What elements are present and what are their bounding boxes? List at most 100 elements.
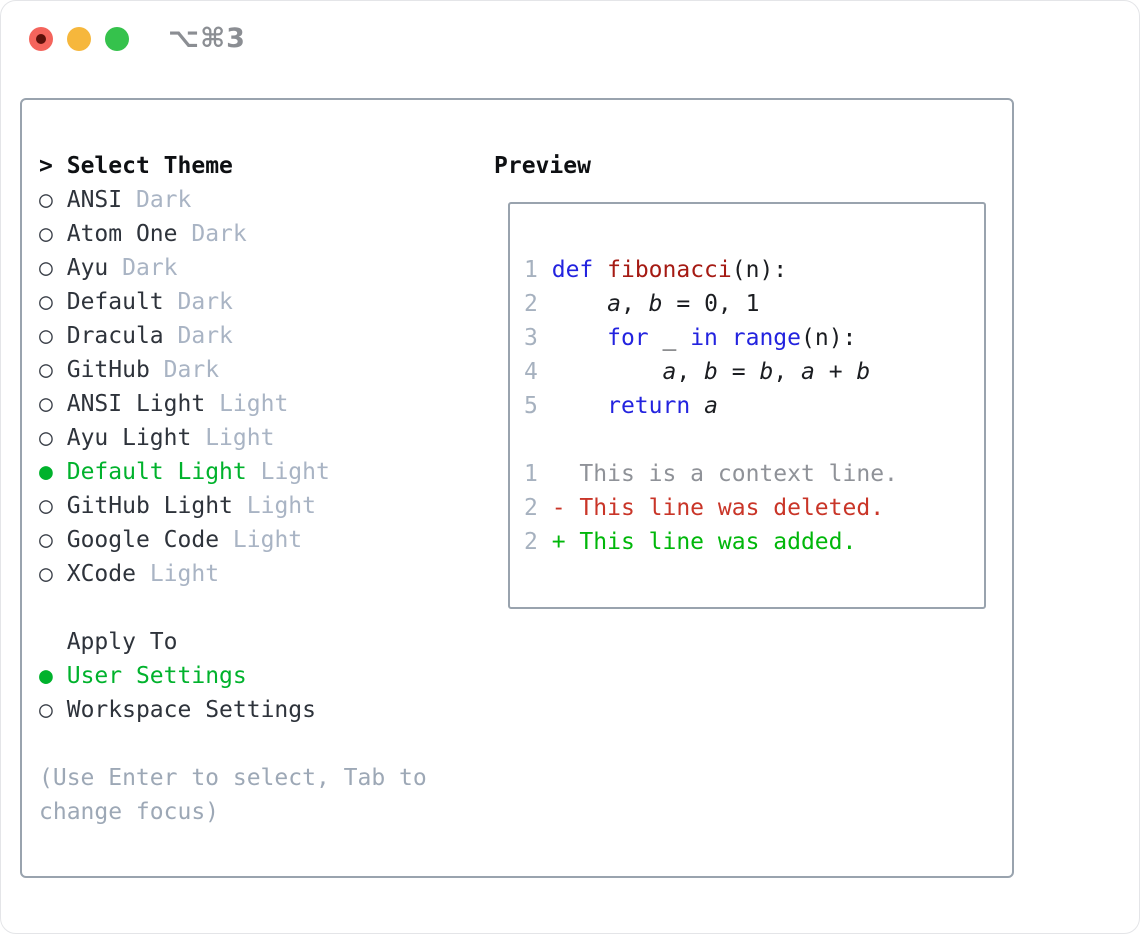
code-segment: b: [704, 359, 718, 385]
radio-icon: ○: [39, 289, 53, 315]
code-line: 1 This is a context line.: [524, 457, 898, 491]
theme-picker-panel: > Select Theme ○ ANSI Dark○ Atom One Dar…: [20, 98, 1014, 878]
code-segment: a: [704, 393, 718, 419]
line-number: 5: [524, 393, 538, 419]
theme-variant-label: Dark: [122, 255, 178, 281]
code-line: 4 a, b = b, a + b: [524, 355, 898, 389]
apply-option-label: User Settings: [66, 663, 247, 689]
code-segment: + This line was added.: [537, 529, 857, 555]
theme-variant-label: Dark: [163, 357, 220, 383]
code-segment: (n):: [731, 257, 788, 283]
theme-option[interactable]: ○ Google Code Light: [39, 523, 427, 557]
code-segment: def: [551, 257, 594, 283]
apply-to-header-label: Apply To: [66, 629, 178, 655]
theme-variant-label: Light: [260, 459, 330, 485]
cursor-icon: >: [39, 153, 53, 179]
code-segment: = 0, 1: [662, 291, 760, 317]
theme-option[interactable]: ○ GitHub Dark: [39, 353, 427, 387]
theme-option[interactable]: ○ Dracula Dark: [39, 319, 427, 353]
close-button[interactable]: [29, 27, 53, 51]
minimize-button[interactable]: [67, 27, 91, 51]
code-segment: - This line was deleted.: [537, 495, 885, 521]
theme-variant-label: Light: [219, 391, 289, 417]
titlebar: ⌥⌘3: [1, 1, 1139, 77]
preview-header: Preview: [494, 153, 591, 179]
theme-option[interactable]: ○ ANSI Light Light: [39, 387, 427, 421]
code-segment: [718, 325, 732, 351]
theme-variant-label: Dark: [135, 187, 192, 213]
theme-option[interactable]: ○ ANSI Dark: [39, 183, 427, 217]
line-number: 2: [524, 495, 538, 521]
theme-variant-label: Light: [149, 561, 220, 587]
theme-option-label: GitHub Light: [66, 493, 233, 519]
code-segment: ,: [773, 359, 802, 385]
radio-icon: ○: [39, 357, 53, 383]
code-line: 1 def fibonacci(n):: [524, 253, 898, 287]
radio-icon: ○: [39, 221, 53, 247]
code-segment: in: [690, 325, 718, 351]
theme-variant-label: Dark: [177, 323, 233, 349]
theme-option-label: XCode: [66, 561, 136, 587]
theme-variant-label: Light: [205, 425, 275, 451]
radio-icon: ○: [39, 425, 53, 451]
theme-option-label: Atom One: [66, 221, 178, 247]
radio-icon: ○: [39, 187, 53, 213]
hint-text-line-2: change focus): [39, 799, 220, 825]
record-dot-icon: [36, 34, 46, 44]
theme-option-label: Default: [66, 289, 164, 315]
theme-list: ○ ANSI Dark○ Atom One Dark○ Ayu Dark○ De…: [39, 183, 427, 591]
code-line: 2 + This line was added.: [524, 525, 898, 559]
apply-to-list: ● User Settings○ Workspace Settings: [39, 659, 427, 727]
apply-to-header: Apply To: [39, 625, 427, 659]
radio-icon: ○: [39, 561, 53, 587]
code-segment: _: [648, 325, 691, 351]
code-segment: ,: [620, 291, 649, 317]
code-segment: ,: [676, 359, 705, 385]
theme-option[interactable]: ○ XCode Light: [39, 557, 427, 591]
theme-variant-label: Dark: [191, 221, 247, 247]
theme-option-label: Ayu: [66, 255, 109, 281]
code-segment: a: [607, 291, 621, 317]
zoom-button[interactable]: [105, 27, 129, 51]
code-line: 2 a, b = 0, 1: [524, 287, 898, 321]
theme-variant-label: Dark: [177, 289, 233, 315]
code-segment: b: [648, 291, 663, 317]
radio-icon: ○: [39, 255, 53, 281]
radio-icon: ○: [39, 697, 53, 723]
theme-option[interactable]: ● Default Light Light: [39, 455, 427, 489]
code-segment: [538, 257, 552, 283]
select-theme-header: > Select Theme: [39, 149, 427, 183]
theme-variant-label: Light: [232, 527, 303, 553]
code-segment: =: [717, 359, 760, 385]
theme-option[interactable]: ○ Atom One Dark: [39, 217, 427, 251]
line-number: 1: [524, 461, 538, 487]
code-segment: (n):: [801, 325, 857, 351]
theme-option[interactable]: ○ Ayu Light Light: [39, 421, 427, 455]
spacer: [39, 727, 427, 761]
window-title: ⌥⌘3: [168, 23, 246, 54]
code-segment: [538, 393, 607, 419]
apply-option[interactable]: ○ Workspace Settings: [39, 693, 427, 727]
code-segment: +: [814, 359, 857, 385]
theme-option[interactable]: ○ GitHub Light Light: [39, 489, 427, 523]
line-number: 2: [524, 291, 538, 317]
theme-variant-label: Light: [246, 493, 316, 519]
hint-text-line-1: (Use Enter to select, Tab to: [39, 765, 427, 791]
radio-icon: ○: [39, 323, 53, 349]
code-line: [524, 423, 898, 457]
theme-option-label: Google Code: [66, 527, 220, 553]
theme-option[interactable]: ○ Ayu Dark: [39, 251, 427, 285]
code-segment: a: [801, 359, 815, 385]
radio-icon: ○: [39, 391, 53, 417]
code-line: 2 - This line was deleted.: [524, 491, 898, 525]
line-number: [524, 427, 538, 453]
radio-selected-icon: ●: [39, 459, 53, 485]
apply-option[interactable]: ● User Settings: [39, 659, 427, 693]
theme-option[interactable]: ○ Default Dark: [39, 285, 427, 319]
code-segment: return: [607, 393, 691, 419]
code-segment: range: [731, 325, 802, 351]
code-line: 5 return a: [524, 389, 898, 423]
